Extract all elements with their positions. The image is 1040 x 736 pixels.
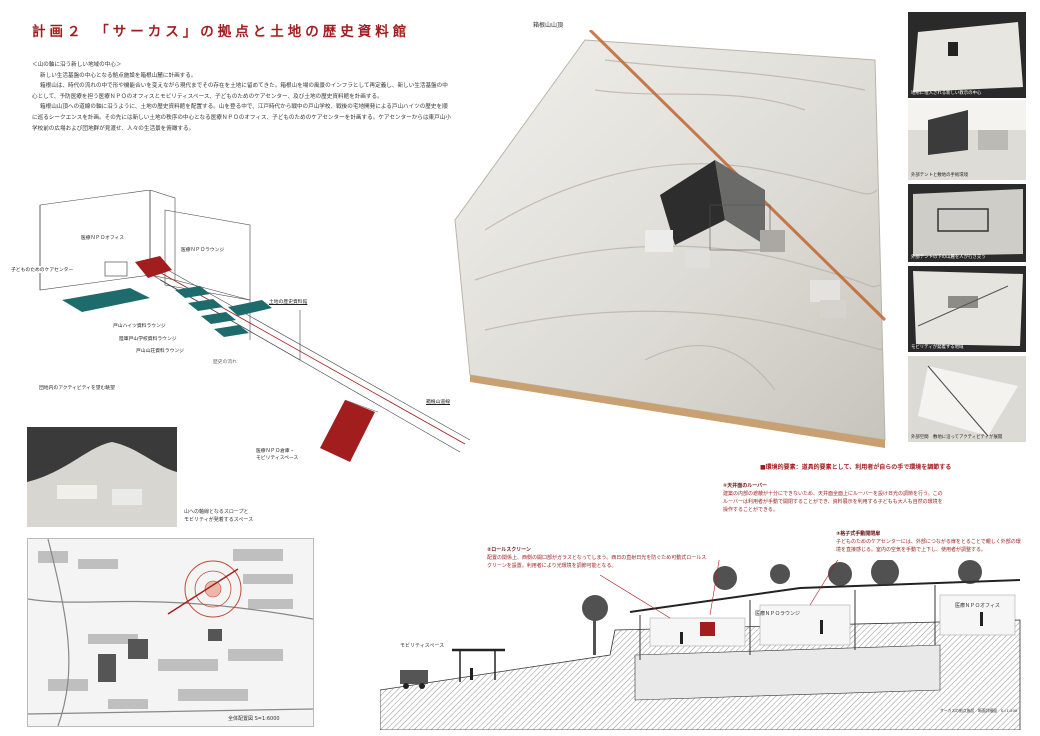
intro-paragraph-3: 箱根山山頂への道線の軸に沿うように、土地の歴史資料館を配置する。山を登る中で、江… — [32, 104, 451, 132]
care-center-slab — [62, 288, 150, 312]
thumb-3: 外部テントの下の山麓を人が行き交う — [908, 184, 1026, 262]
label-office: 医療ＮＰＯオフィス — [80, 234, 126, 241]
map-scale: S=1:6000 — [254, 716, 280, 722]
label-rikugun: 陸軍戸山学校資料ラウンジ — [118, 335, 178, 342]
note-lattice-door: ③格子式手動開閉扉 子どものためのケアセンターには、外部につながる扉をとることで… — [836, 530, 1021, 554]
note-roll-screen: ②ロールスクリーン 配置の関係上、西側の開口部がガラスとなってしまう。西日の直射… — [487, 546, 707, 570]
note-louver-title: ①天井面のルーバー — [723, 483, 768, 489]
label-history-flow: 歴史の流れ — [212, 358, 238, 365]
thumb-5: 外部空間 敷地に沿ってアクティビティが展開 — [908, 356, 1026, 442]
note-louver: ①天井面のルーバー 建築の内部の遮蔽が十分にできないため、天井面全面上にルーバー… — [723, 482, 943, 514]
axonometric-diagram: 医療ＮＰＯオフィス 医療ＮＰＯラウンジ 子どものためのケアセンター 土地の歴史資… — [0, 189, 480, 480]
note-lattice-door-body: 子どものためのケアセンターには、外部につながる扉をとることで親しく外部の環境を直… — [836, 539, 1021, 553]
label-warehouse: 医療ＮＰＯ倉庫・ モビリティスペース — [255, 448, 300, 462]
section-label-mobility: モビリティスペース — [400, 643, 445, 649]
map-caption: 全体配置図 — [228, 716, 254, 722]
label-view: 団地内のアクティビティを望む眺望 — [38, 384, 116, 391]
label-history-museum: 土地の歴史資料館 — [268, 298, 309, 305]
thumb-1: 地形に埋入される新しい教示の中心 — [908, 12, 1026, 98]
thumb-5-caption: 外部空間 敷地に沿ってアクティビティが展開 — [911, 435, 1003, 440]
note-lattice-door-title: ③格子式手動開閉扉 — [836, 531, 881, 537]
axonometric-drawing — [39, 189, 471, 462]
note-roll-screen-title: ②ロールスクリーン — [487, 547, 531, 553]
label-axis-road: 箱根山道線 — [425, 398, 451, 405]
thumb-1-caption: 地形に埋入される新しい教示の中心 — [911, 91, 982, 96]
page-title: 計画２ 「サーカス」の拠点と土地の歴史資料館 — [32, 24, 411, 40]
intro-heading: ＜山の軸に沿う新しい地域の中心＞ — [32, 62, 122, 68]
model-photo-slope — [27, 427, 177, 527]
intro-paragraph-1: 新しい生活基盤の中心となる拠点施設を箱根山麓に計画する。 — [40, 72, 197, 79]
label-care-center: 子どものためのケアセンター — [10, 266, 75, 273]
intro-text: ＜山の軸に沿う新しい地域の中心＞ 新しい生活基盤の中心となる拠点施設を箱根山麓に… — [32, 60, 452, 134]
section-render — [379, 539, 1021, 731]
summit-label: 箱根山山頂 — [533, 22, 564, 29]
note-roll-screen-body: 配置の関係上、西側の開口部がガラスとなってしまう。西日の直射日光を防ぐため可動式… — [487, 555, 707, 569]
label-toyama-heights: 戸山ハイツ資料ラウンジ — [112, 322, 167, 329]
intro-paragraph-2: 箱根山は、時代の流れの中で形や機能合いを変えながら現代までその存在を土地に留めて… — [32, 83, 448, 100]
office-volume — [135, 256, 172, 278]
section-drawing: モビリティスペース 医療ＮＰＯラウンジ 医療ＮＰＯオフィス サーカスの拠点施設 … — [379, 539, 1025, 731]
section-headline: ■環境的要素：道具的要素として、利用者が自らの手で環境を調節する — [760, 464, 952, 471]
label-lounge: 医療ＮＰＯラウンジ — [180, 246, 226, 253]
warehouse-volume — [320, 400, 375, 462]
thumb-4-caption: モビリティが発着する地域 — [911, 345, 964, 350]
model-photo-caption: 山への軸線となるスロープと モビリティが発着するスペース — [184, 509, 254, 523]
section-label-office: 医療ＮＰＯオフィス — [955, 603, 1000, 609]
note-louver-body: 建築の内部の遮蔽が十分にできないため、天井面全面上にルーバーを設け日光の調節を行… — [723, 491, 943, 513]
thumb-3-caption: 外部テントの下の山麓を人が行き交う — [911, 255, 986, 260]
terrain-model-render — [454, 28, 887, 448]
site-map: 全体配置図 S=1:6000 — [27, 538, 314, 727]
terrain-model-photo: 箱根山山頂 — [445, 22, 895, 450]
section-label-lounge: 医療ＮＰＯラウンジ — [755, 611, 801, 617]
section-scale: サーカスの拠点施設 断面詳細図 S=1:200 — [940, 708, 1018, 713]
thumb-4: モビリティが発着する地域 — [908, 266, 1026, 352]
thumb-2-caption: 外部テントと敷地の手術環境 — [911, 173, 969, 178]
label-owari: 戸山山荘資料ラウンジ — [135, 347, 185, 354]
thumb-2: 外部テントと敷地の手術環境 — [908, 100, 1026, 180]
